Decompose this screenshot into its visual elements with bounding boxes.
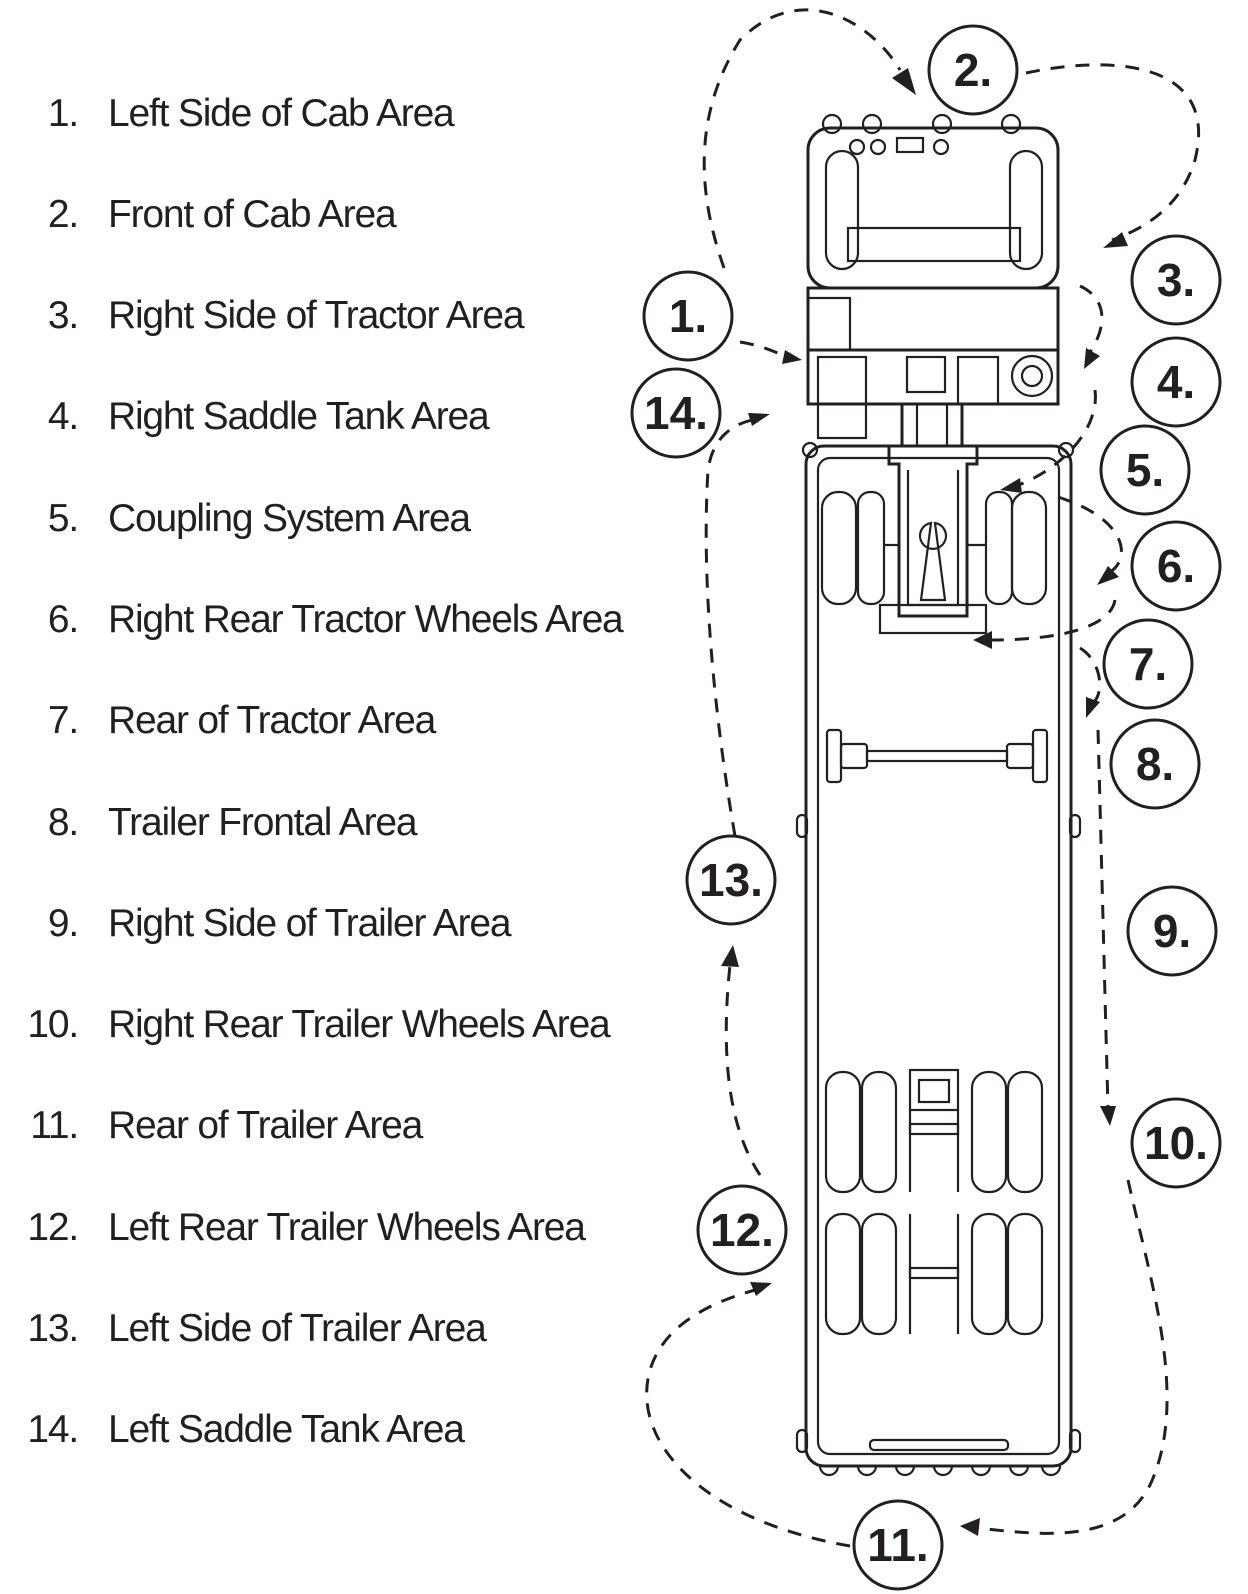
legend-number: 13. (27, 1307, 79, 1350)
callout-9: 9. (1126, 885, 1218, 977)
callout-label: 9. (1153, 905, 1191, 957)
tractor-rear-wheels (820, 490, 1048, 606)
callout-7: 7. (1102, 618, 1194, 710)
callout-label: 3. (1157, 254, 1195, 306)
legend-number: 12. (27, 1206, 79, 1249)
legend-list: 1. Left Side of Cab Area 2. Front of Cab… (27, 92, 624, 1451)
cab-left-mirror (824, 149, 860, 271)
callout-label: 1. (669, 290, 707, 342)
legend-number: 5. (47, 497, 79, 540)
callout-label: 7. (1129, 638, 1167, 690)
cab-lights (848, 136, 950, 156)
legend-label: Right Side of Trailer Area (108, 902, 512, 945)
callout-6: 6. (1130, 520, 1222, 612)
callout-label: 2. (954, 44, 992, 96)
walkaround-arrows (721, 68, 1128, 1536)
legend-label: Left Rear Trailer Wheels Area (108, 1206, 586, 1249)
legend-number: 14. (27, 1408, 79, 1451)
legend-label: Rear of Tractor Area (108, 699, 436, 742)
fifth-wheel-plate (878, 603, 988, 635)
legend-label: Rear of Trailer Area (108, 1104, 423, 1147)
callout-label: 14. (644, 387, 708, 439)
legend-label: Right Saddle Tank Area (108, 395, 490, 438)
drive-shaft (900, 402, 964, 448)
callout-8: 8. (1109, 718, 1201, 810)
callout-label: 5. (1126, 444, 1164, 496)
legend-label: Left Side of Cab Area (108, 92, 455, 135)
walkaround-path (645, 8, 1201, 1548)
trailer-wheels-front-axle (824, 1068, 1044, 1194)
legend-label: Front of Cab Area (108, 193, 397, 236)
trailer-drawing (795, 441, 1082, 1477)
legend-label: Right Rear Tractor Wheels Area (108, 598, 624, 641)
legend-number: 10. (27, 1003, 79, 1046)
cab-right-mirror (1008, 149, 1044, 271)
callout-label: 4. (1157, 356, 1195, 408)
legend-label: Left Saddle Tank Area (108, 1408, 465, 1451)
callout-11: 11. (852, 1499, 944, 1591)
callout-14: 14. (630, 367, 722, 459)
legend-label: Right Side of Tractor Area (108, 294, 525, 337)
right-saddle-tank (956, 355, 1000, 406)
callout-4: 4. (1130, 336, 1222, 428)
cab-windshield (846, 226, 1022, 263)
callout-10: 10. (1130, 1097, 1222, 1189)
legend-number: 1. (47, 92, 79, 135)
callout-13: 13. (685, 834, 777, 926)
legend-label: Trailer Frontal Area (108, 801, 418, 844)
callout-1: 1. (642, 270, 734, 362)
callout-label: 12. (710, 1204, 774, 1256)
legend-label: Coupling System Area (108, 497, 471, 540)
tractor-frame (806, 348, 1060, 406)
battery-box (905, 355, 947, 394)
legend-number: 11. (30, 1104, 79, 1147)
legend-label: Right Rear Trailer Wheels Area (108, 1003, 611, 1046)
callout-label: 10. (1144, 1117, 1208, 1169)
legend-number: 8. (47, 801, 79, 844)
fuel-cap-inner (1020, 364, 1044, 388)
cab-step (806, 296, 852, 352)
tank-lower (816, 402, 868, 440)
callout-5: 5. (1099, 424, 1191, 516)
callout-label: 6. (1157, 540, 1195, 592)
legend-number: 2. (47, 193, 79, 236)
legend-label: Left Side of Trailer Area (108, 1307, 487, 1350)
callout-3: 3. (1130, 234, 1222, 326)
legend-number: 7. (47, 699, 79, 742)
cab-headlights (821, 113, 1022, 135)
callout-12: 12. (696, 1184, 788, 1276)
legend-number: 9. (47, 902, 79, 945)
callout-label: 11. (867, 1519, 928, 1571)
left-saddle-tank (816, 355, 868, 406)
trailer-inner (816, 456, 1061, 1456)
rear-lights (818, 1465, 1062, 1477)
fifth-wheel (878, 444, 988, 635)
rear-bumper (868, 1438, 1010, 1452)
callout-label: 13. (699, 854, 763, 906)
legend-number: 6. (47, 598, 79, 641)
legend-number: 3. (47, 294, 79, 337)
callout-label: 8. (1136, 738, 1174, 790)
trailer-wheels-rear-axle (824, 1212, 1044, 1336)
legend-number: 4. (47, 395, 79, 438)
callout-2: 2. (927, 24, 1019, 116)
fuel-cap-outer (1010, 354, 1054, 398)
landing-gear (825, 728, 1049, 784)
tractor-drawing (806, 113, 1060, 448)
